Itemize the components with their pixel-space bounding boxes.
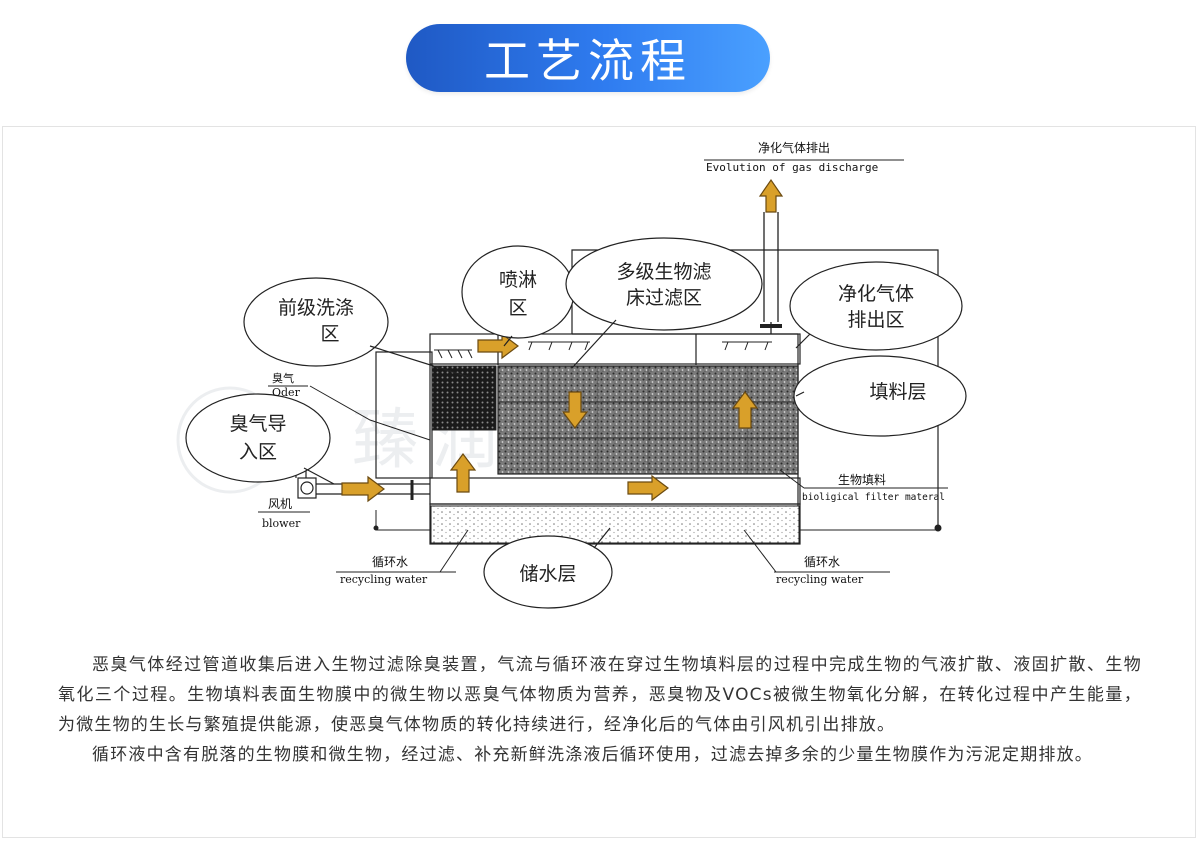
callout-clean <box>789 261 963 351</box>
callout-multibed-line1: 多级生物滤 <box>616 261 711 283</box>
arrow-filter-up <box>731 391 759 429</box>
odor-label-en: Oder <box>272 386 301 399</box>
callout-packing <box>793 355 967 437</box>
callout-clean-line2: 排出区 <box>847 309 904 331</box>
blower-icon <box>297 477 317 499</box>
arrow-prewash-up <box>449 453 477 493</box>
water-reservoir <box>430 505 800 544</box>
callout-multibed <box>565 237 763 331</box>
flow-arrows <box>341 178 784 503</box>
recycle-left-en: recycling water <box>340 573 428 586</box>
callout-spray <box>461 245 575 339</box>
arrow-intake-right <box>341 475 385 503</box>
prewash-packing <box>431 365 497 431</box>
description-paragraph-2: 循环液中含有脱落的生物膜和微生物，经过滤、补充新鲜洗涤液后循环使用，过滤去掉多余… <box>92 745 1093 765</box>
callout-prewash-line1: 前级洗涤 <box>278 297 354 319</box>
callout-bubbles <box>185 237 967 609</box>
blower-label-en: blower <box>262 517 301 530</box>
section-title: 工艺流程 <box>484 34 692 88</box>
callout-packing-text: 填料层 <box>869 381 926 403</box>
callout-spray-line1: 喷淋 <box>499 269 537 291</box>
exhaust-label-cn: 净化气体排出 <box>758 140 830 155</box>
arrow-bottom-right <box>627 474 669 502</box>
callout-clean-line1: 净化气体 <box>838 283 914 305</box>
callout-reservoir <box>483 535 613 609</box>
callout-intake <box>185 393 331 483</box>
odor-label-cn: 臭气 <box>272 371 294 385</box>
recycle-right-en: recycling water <box>776 573 864 586</box>
description-paragraph-1: 恶臭气体经过管道收集后进入生物过滤除臭装置，气流与循环液在穿过生物填料层的过程中… <box>58 655 1142 735</box>
callout-multibed-line2: 床过滤区 <box>626 287 702 309</box>
exhaust-label-en: Evolution of gas discharge <box>706 161 878 174</box>
filter-label-cn: 生物填料 <box>838 473 886 487</box>
arrow-exhaust-up <box>758 178 784 213</box>
label-leaders <box>258 385 948 573</box>
section-title-pill: 工艺流程 <box>406 24 770 92</box>
spray-nozzles <box>434 341 772 359</box>
blower-label-cn: 风机 <box>268 497 292 511</box>
process-description: 恶臭气体经过管道收集后进入生物过滤除臭装置，气流与循环液在穿过生物填料层的过程中… <box>58 650 1142 770</box>
callout-spray-line2: 区 <box>508 297 527 319</box>
recirculation-pipes <box>373 510 942 532</box>
callout-prewash <box>243 277 389 367</box>
biofilter-packing <box>497 365 799 475</box>
callout-reservoir-text: 储水层 <box>519 563 576 585</box>
exhaust-stack <box>760 212 782 334</box>
callout-intake-line1: 臭气导 <box>229 413 286 435</box>
recycle-left-cn: 循环水 <box>372 555 408 569</box>
arrow-filter-down <box>561 391 589 429</box>
callout-prewash-line2: 区 <box>320 323 339 345</box>
callout-intake-line2: 入区 <box>239 441 277 463</box>
arrow-spray-right <box>477 332 519 360</box>
content-frame <box>2 126 1196 838</box>
filter-label-en: bioligical filter materal <box>802 492 945 503</box>
recycle-right-cn: 循环水 <box>804 555 840 569</box>
